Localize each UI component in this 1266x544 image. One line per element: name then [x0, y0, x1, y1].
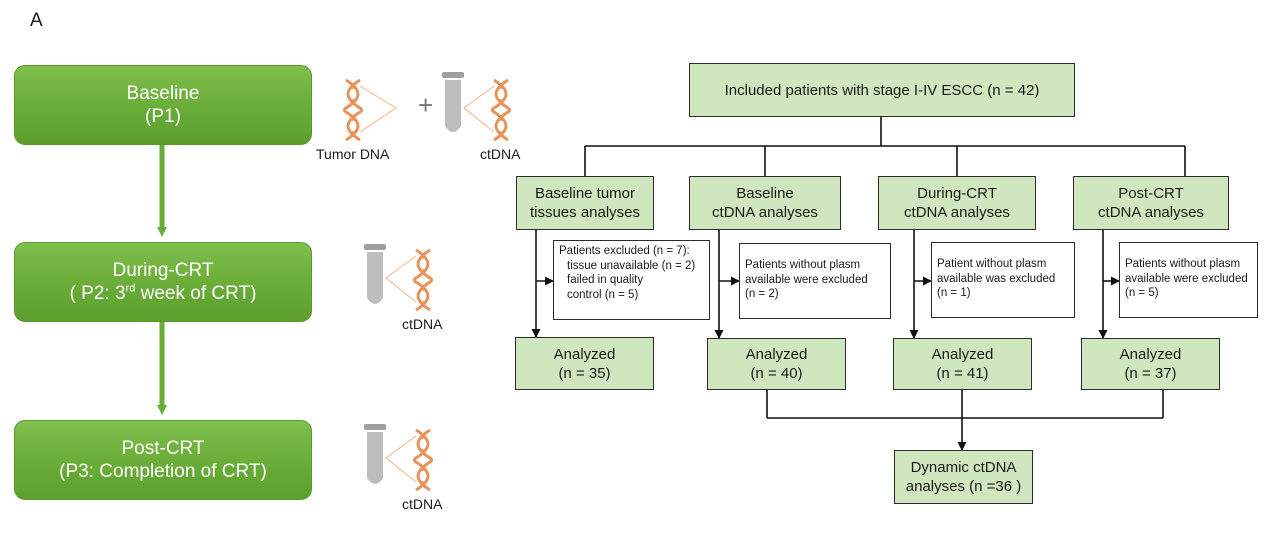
ctdna-caption-baseline: ctDNA: [480, 146, 521, 162]
exclusion-box-post-crt: Patients without plasm available were ex…: [1119, 242, 1258, 318]
exclusion-line: available was excluded: [937, 272, 1056, 285]
exclusion-line: available were excluded: [745, 273, 868, 286]
branch-box-during-crt: During-CRT ctDNA analyses: [878, 176, 1036, 230]
exclusion-box-baseline-tumor: Patients excluded (n = 7): tissue unavai…: [553, 240, 710, 320]
analyzed-box-baseline-tumor: Analyzed (n = 35): [515, 337, 654, 390]
branch-line1: Baseline tumor: [534, 185, 636, 202]
dna-helix-icon: [385, 248, 433, 312]
analyzed-label: Analyzed: [931, 346, 994, 363]
included-patients-text: Included patients with stage I-IV ESCC (…: [724, 81, 1040, 99]
branch-box-post-crt: Post-CRT ctDNA analyses: [1073, 176, 1229, 230]
branch-line2: tissues analyses: [529, 204, 641, 221]
exclusion-line: (n = 1): [937, 287, 971, 299]
branch-line2: ctDNA analyses: [904, 204, 1010, 221]
stage-during-crt: During-CRT ( P2: 3rd week of CRT): [14, 242, 312, 322]
stage-post-crt-title: Post-CRT: [121, 438, 205, 459]
exclusion-line: Patients without plasm: [1125, 258, 1241, 270]
ctdna-caption-post: ctDNA: [402, 496, 443, 512]
exclusion-line: (n = 5): [1125, 287, 1159, 299]
analyzed-count: (n = 37): [1124, 365, 1177, 382]
ctdna-caption-during: ctDNA: [402, 316, 443, 332]
exclusion-line: control (n = 5): [567, 288, 639, 301]
analyzed-box-post-crt: Analyzed (n = 37): [1081, 338, 1220, 390]
analyzed-box-baseline-ctdna: Analyzed (n = 40): [707, 338, 846, 390]
dna-helix-icon: [385, 428, 433, 492]
analyzed-label: Analyzed: [1119, 346, 1182, 363]
branch-box-baseline-ctdna: Baseline ctDNA analyses: [689, 176, 841, 230]
branch-line2: ctDNA analyses: [712, 204, 818, 221]
stage-post-crt-subtitle: (P3: Completion of CRT): [59, 461, 267, 482]
exclusion-line: available were excluded: [1125, 272, 1248, 285]
branch-line1: During-CRT: [917, 185, 997, 202]
plus-sign: +: [418, 90, 434, 120]
dna-helix-icon: [343, 78, 397, 142]
exclusion-line: (n = 2): [745, 288, 779, 300]
analyzed-count: (n = 41): [936, 365, 989, 382]
stage-during-crt-title: During-CRT: [112, 260, 214, 281]
analyzed-count: (n = 40): [750, 365, 803, 382]
dynamic-line1: Dynamic ctDNA: [910, 459, 1017, 476]
dna-helix-icon: [463, 78, 511, 142]
panel-label: A: [30, 10, 43, 31]
exclusion-line: tissue unavailable (n = 2): [567, 259, 696, 272]
dynamic-ctdna-box: Dynamic ctDNA analyses (n =36 ): [894, 450, 1033, 504]
exclusion-line: Patient without plasm: [937, 258, 1047, 270]
analyzed-count: (n = 35): [558, 364, 611, 382]
exclusion-box-baseline-ctdna: Patients without plasm available were ex…: [739, 243, 891, 319]
stage-during-crt-subtitle: ( P2: 3rd week of CRT): [69, 282, 257, 304]
exclusion-line: failed in quality: [567, 274, 644, 286]
test-tube-icon: [364, 424, 386, 484]
test-tube-icon: [442, 72, 464, 132]
tumor-dna-caption: Tumor DNA: [316, 146, 390, 162]
analyzed-box-during-crt: Analyzed (n = 41): [893, 338, 1032, 390]
branch-line2: ctDNA analyses: [1098, 204, 1204, 221]
stage-post-crt: Post-CRT (P3: Completion of CRT): [14, 420, 312, 500]
exclusion-line: Patients without plasm: [745, 259, 861, 271]
stage-baseline-title: Baseline: [126, 83, 200, 104]
analyzed-label: Analyzed: [745, 346, 808, 363]
branch-box-baseline-tumor: Baseline tumor tissues analyses: [516, 176, 654, 230]
included-patients-box: Included patients with stage I-IV ESCC (…: [689, 63, 1075, 117]
test-tube-icon: [364, 244, 386, 304]
branch-line1: Baseline: [736, 185, 794, 202]
stage-baseline-subtitle: (P1): [145, 106, 181, 127]
dynamic-line2: analyses (n =36 ): [905, 478, 1022, 495]
branch-line1: Post-CRT: [1118, 185, 1184, 202]
analyzed-label: Analyzed: [553, 345, 616, 363]
exclusion-line: Patients excluded (n = 7):: [559, 245, 690, 257]
exclusion-box-during-crt: Patient without plasm available was excl…: [931, 242, 1075, 318]
stage-baseline: Baseline (P1): [14, 65, 312, 145]
